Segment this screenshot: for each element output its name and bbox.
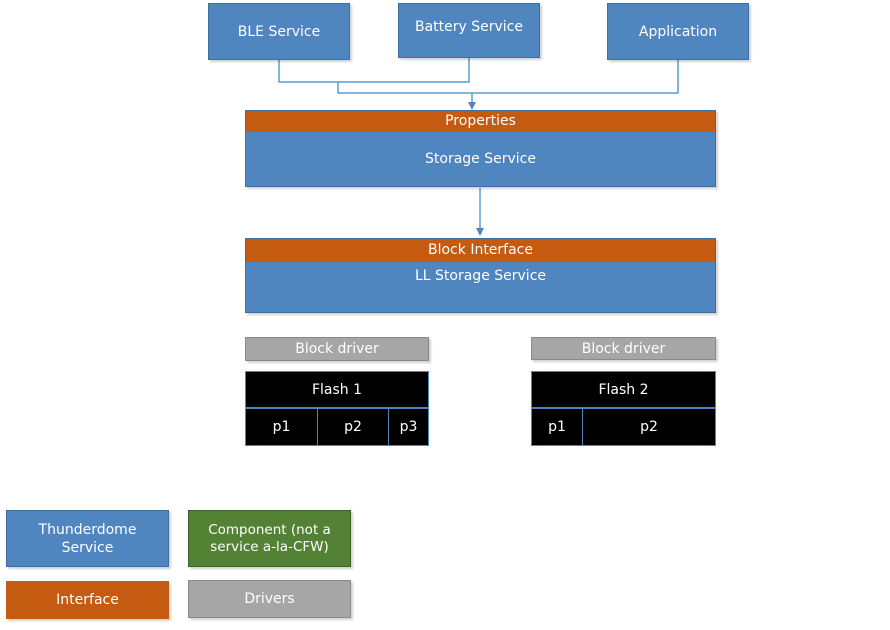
application-label: Application (638, 23, 718, 40)
legend-drivers: Drivers (188, 580, 351, 618)
legend-interface: Interface (6, 581, 169, 619)
battery-service-box[interactable]: Battery Service (398, 3, 540, 58)
legend-component: Component (not a service a-la-CFW) (188, 510, 351, 567)
legend-interface-label: Interface (56, 592, 119, 608)
connector-battery (338, 58, 470, 83)
legend-thunderdome-service: Thunderdome Service (6, 510, 169, 567)
legend-drivers-label: Drivers (244, 591, 295, 607)
block-driver-1[interactable]: Block driver (245, 337, 429, 361)
block-driver-1-label: Block driver (295, 341, 379, 357)
block-interface: Block Interface (246, 239, 715, 262)
flash-2-partitions: p1 p2 (531, 408, 716, 446)
storage-service-label: Storage Service (425, 151, 536, 167)
block-driver-2-label: Block driver (581, 340, 666, 357)
connector-ble (278, 60, 472, 94)
flash-2-box[interactable]: Flash 2 (531, 371, 716, 408)
connector-application (472, 60, 679, 94)
flash-2-label: Flash 2 (598, 381, 649, 398)
properties-interface: Properties (246, 111, 715, 132)
block-driver-2[interactable]: Block driver (531, 337, 716, 360)
ll-storage-service-label: LL Storage Service (414, 268, 547, 284)
flash-1-partition-p2[interactable]: p2 (317, 409, 388, 445)
flash-1-partition-p1[interactable]: p1 (272, 419, 291, 435)
flash-2-partition-p2[interactable]: p2 (582, 409, 715, 445)
ll-storage-service-box[interactable]: Block Interface LL Storage Service (245, 238, 716, 313)
flash-1-box[interactable]: Flash 1 (245, 371, 429, 408)
ble-service-box[interactable]: BLE Service (208, 3, 350, 60)
flash-1-partition-p3[interactable]: p3 (388, 409, 428, 445)
flash-2-partition-p1[interactable]: p1 (548, 419, 566, 435)
storage-service-box[interactable]: Properties Storage Service (245, 110, 716, 187)
legend-thunderdome-label: Thunderdome Service (38, 521, 137, 556)
application-box[interactable]: Application (607, 3, 749, 60)
flash-1-partitions: p1 p2 p3 (245, 408, 429, 446)
legend-component-label: Component (not a service a-la-CFW) (208, 521, 331, 555)
ble-service-label: BLE Service (237, 23, 321, 40)
flash-1-label: Flash 1 (311, 381, 363, 398)
battery-service-label: Battery Service (414, 19, 523, 35)
